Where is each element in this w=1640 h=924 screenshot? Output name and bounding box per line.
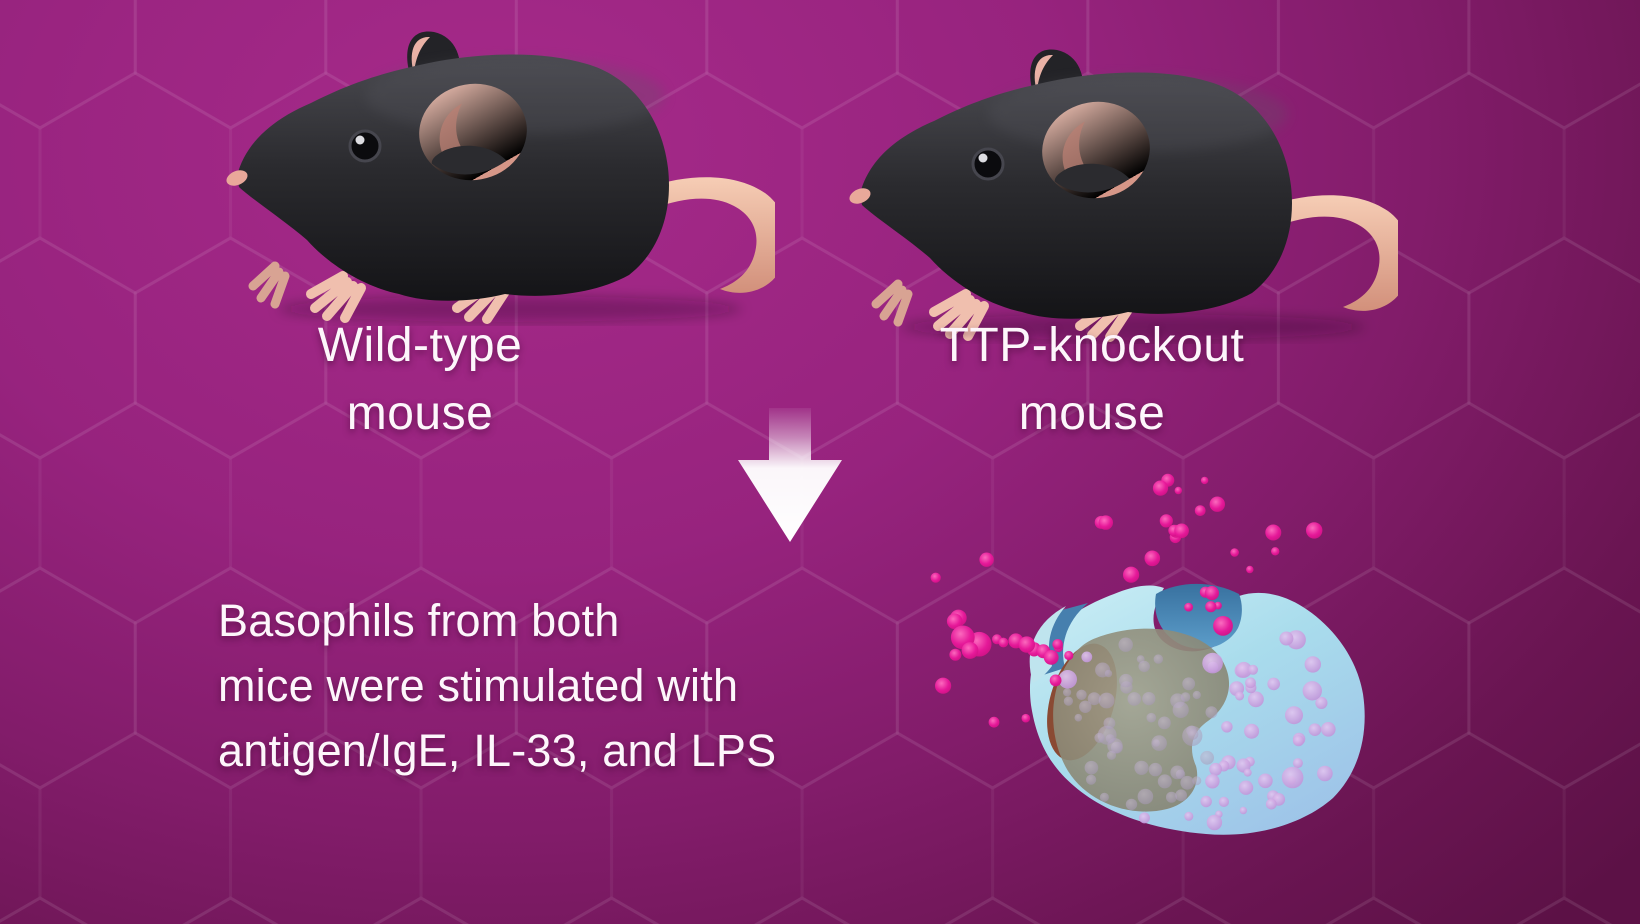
wild-type-mouse-label: Wild-type mouse (220, 312, 620, 448)
caption-line3: antigen/IgE, IL-33, and LPS (218, 725, 777, 776)
released-mediator-particles (930, 473, 1323, 728)
wild-type-mouse-illustration (215, 26, 775, 326)
stimulation-caption: Basophils from both mice were stimulated… (218, 588, 918, 783)
ttp-knockout-mouse-illustration (838, 44, 1398, 344)
wild-type-label-line2: mouse (346, 387, 494, 440)
basophil-granules (1058, 630, 1336, 831)
wild-type-label-line1: Wild-type (317, 319, 523, 372)
ttp-knockout-label-line2: mouse (1018, 387, 1166, 440)
ttp-knockout-label-line1: TTP-knockout (939, 319, 1245, 372)
down-arrow-icon (738, 408, 842, 542)
caption-line1: Basophils from both (218, 595, 620, 646)
ttp-knockout-mouse-label: TTP-knockout mouse (892, 312, 1292, 448)
caption-line2: mice were stimulated with (218, 660, 739, 711)
basophil-cell-illustration (930, 473, 1365, 835)
